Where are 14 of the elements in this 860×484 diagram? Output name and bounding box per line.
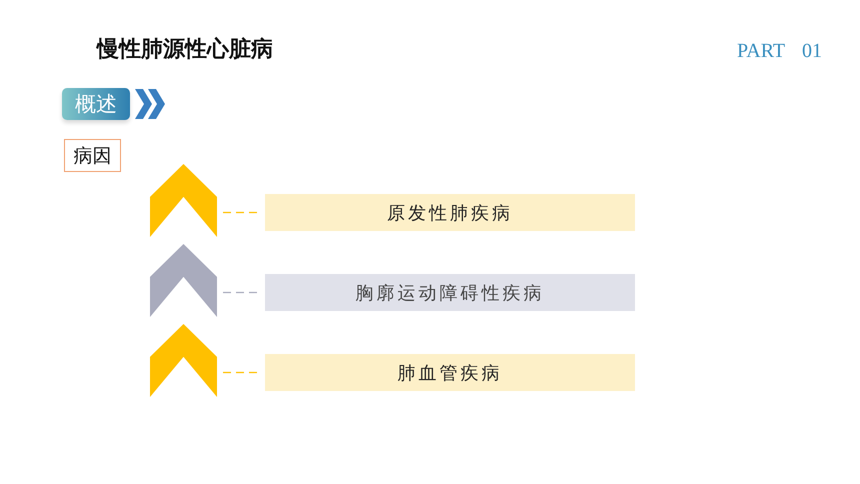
chevron-shape [150,164,217,237]
chevron-shape [150,244,217,317]
section-number: 01 [802,40,822,63]
cause-bar: 胸廓运动障碍性疾病 [265,274,635,311]
dashed-connector [223,292,259,294]
cause-bar: 原发性肺疾病 [265,194,635,231]
heading-box: 病因 [64,139,121,172]
cause-bar: 肺血管疾病 [265,354,635,391]
dashed-connector [223,372,259,374]
section-number: PART [737,40,786,63]
chevron-shape [150,324,217,397]
page-title: 慢性肺源性心脏病 [97,36,273,64]
section-tab: 概述 [62,88,130,120]
dashed-connector [223,212,259,214]
